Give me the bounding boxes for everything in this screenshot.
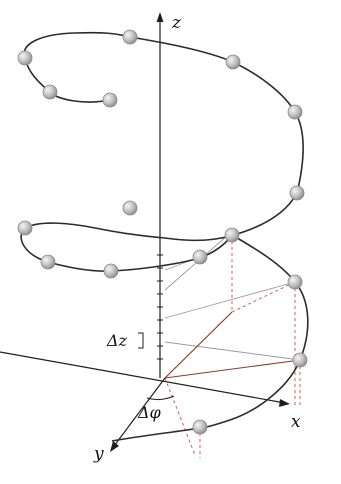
bead: [17, 220, 33, 236]
dashed-line-6: [164, 377, 196, 456]
bead: [289, 185, 305, 201]
bead: [103, 263, 119, 279]
y-axis-line: [113, 377, 166, 447]
x-axis-arrow-icon: [279, 399, 290, 407]
delta-phi-arc: [146, 395, 175, 401]
bead: [122, 29, 138, 45]
bead-group: [17, 29, 308, 435]
bead: [192, 249, 208, 265]
dashed-construction-lines: [164, 235, 301, 458]
bead: [40, 254, 56, 270]
bead: [122, 200, 138, 216]
delta-z-bracket: [138, 332, 144, 349]
y-axis-arrow-icon: [110, 441, 119, 452]
bead: [192, 419, 208, 435]
bead: [42, 84, 58, 100]
z-axis-arrow-icon: [156, 12, 164, 22]
guide-line-4: [164, 341, 301, 361]
x-axis-line: [0, 351, 286, 404]
helix-curve: [20, 31, 309, 442]
bead: [287, 274, 303, 290]
guide-line-1: [164, 281, 296, 319]
radial-lines: [164, 311, 301, 379]
y-axis-label: y: [93, 444, 104, 464]
bead: [17, 50, 33, 66]
z-axis-label: z: [171, 13, 182, 33]
bead: [292, 352, 308, 368]
bead: [224, 227, 240, 243]
bead: [287, 104, 303, 120]
axes: [0, 18, 286, 447]
bead: [225, 54, 241, 70]
delta-phi-label: Δφ: [137, 403, 162, 422]
radial-line-2: [164, 359, 301, 379]
bead: [102, 92, 118, 108]
guide-lines: [164, 234, 301, 361]
radial-line-1: [164, 311, 233, 379]
x-axis-label: x: [291, 412, 301, 432]
delta-z-label: Δz: [106, 331, 128, 350]
z-axis-ticks: [157, 254, 163, 360]
